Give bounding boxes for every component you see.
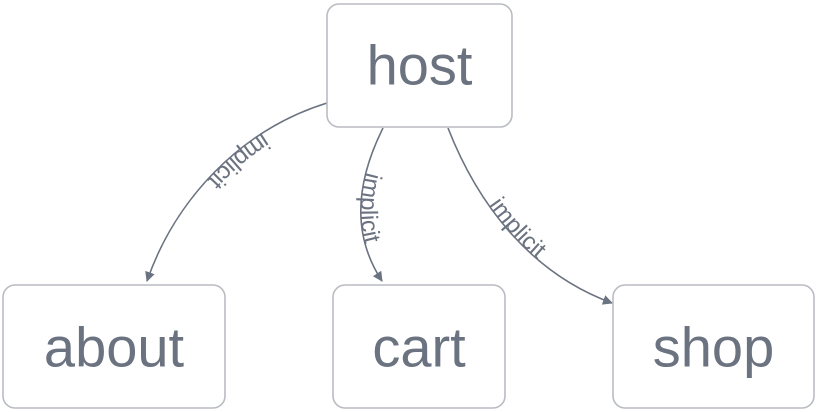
edge-host-cart-label-text: implicit xyxy=(355,170,387,246)
node-shop[interactable]: shop xyxy=(612,284,815,409)
node-about[interactable]: about xyxy=(2,284,226,409)
node-about-label: about xyxy=(44,316,185,379)
node-about-box xyxy=(2,284,226,409)
edge-host-cart-label: implicit xyxy=(355,170,387,246)
edge-host-cart: implicit xyxy=(355,127,387,282)
node-host-label: host xyxy=(367,34,473,97)
edge-host-cart-line xyxy=(360,127,384,282)
edge-host-about-line xyxy=(145,102,328,282)
node-shop-box xyxy=(612,284,815,409)
node-shop-label: shop xyxy=(653,316,774,379)
edge-host-shop-label-text: implicit xyxy=(484,193,552,264)
node-cart[interactable]: cart xyxy=(332,284,506,409)
edge-host-about-label-text: implicit xyxy=(202,128,274,195)
node-cart-box xyxy=(332,284,506,409)
node-host[interactable]: host xyxy=(326,3,513,128)
node-cart-label: cart xyxy=(372,316,466,379)
edge-host-shop: implicit xyxy=(447,127,613,305)
edge-host-about: implicit xyxy=(145,102,328,282)
node-host-box xyxy=(326,3,513,128)
edge-host-about-label: implicit xyxy=(202,128,274,195)
edge-host-shop-line xyxy=(447,127,613,305)
edge-host-shop-label: implicit xyxy=(484,193,552,264)
